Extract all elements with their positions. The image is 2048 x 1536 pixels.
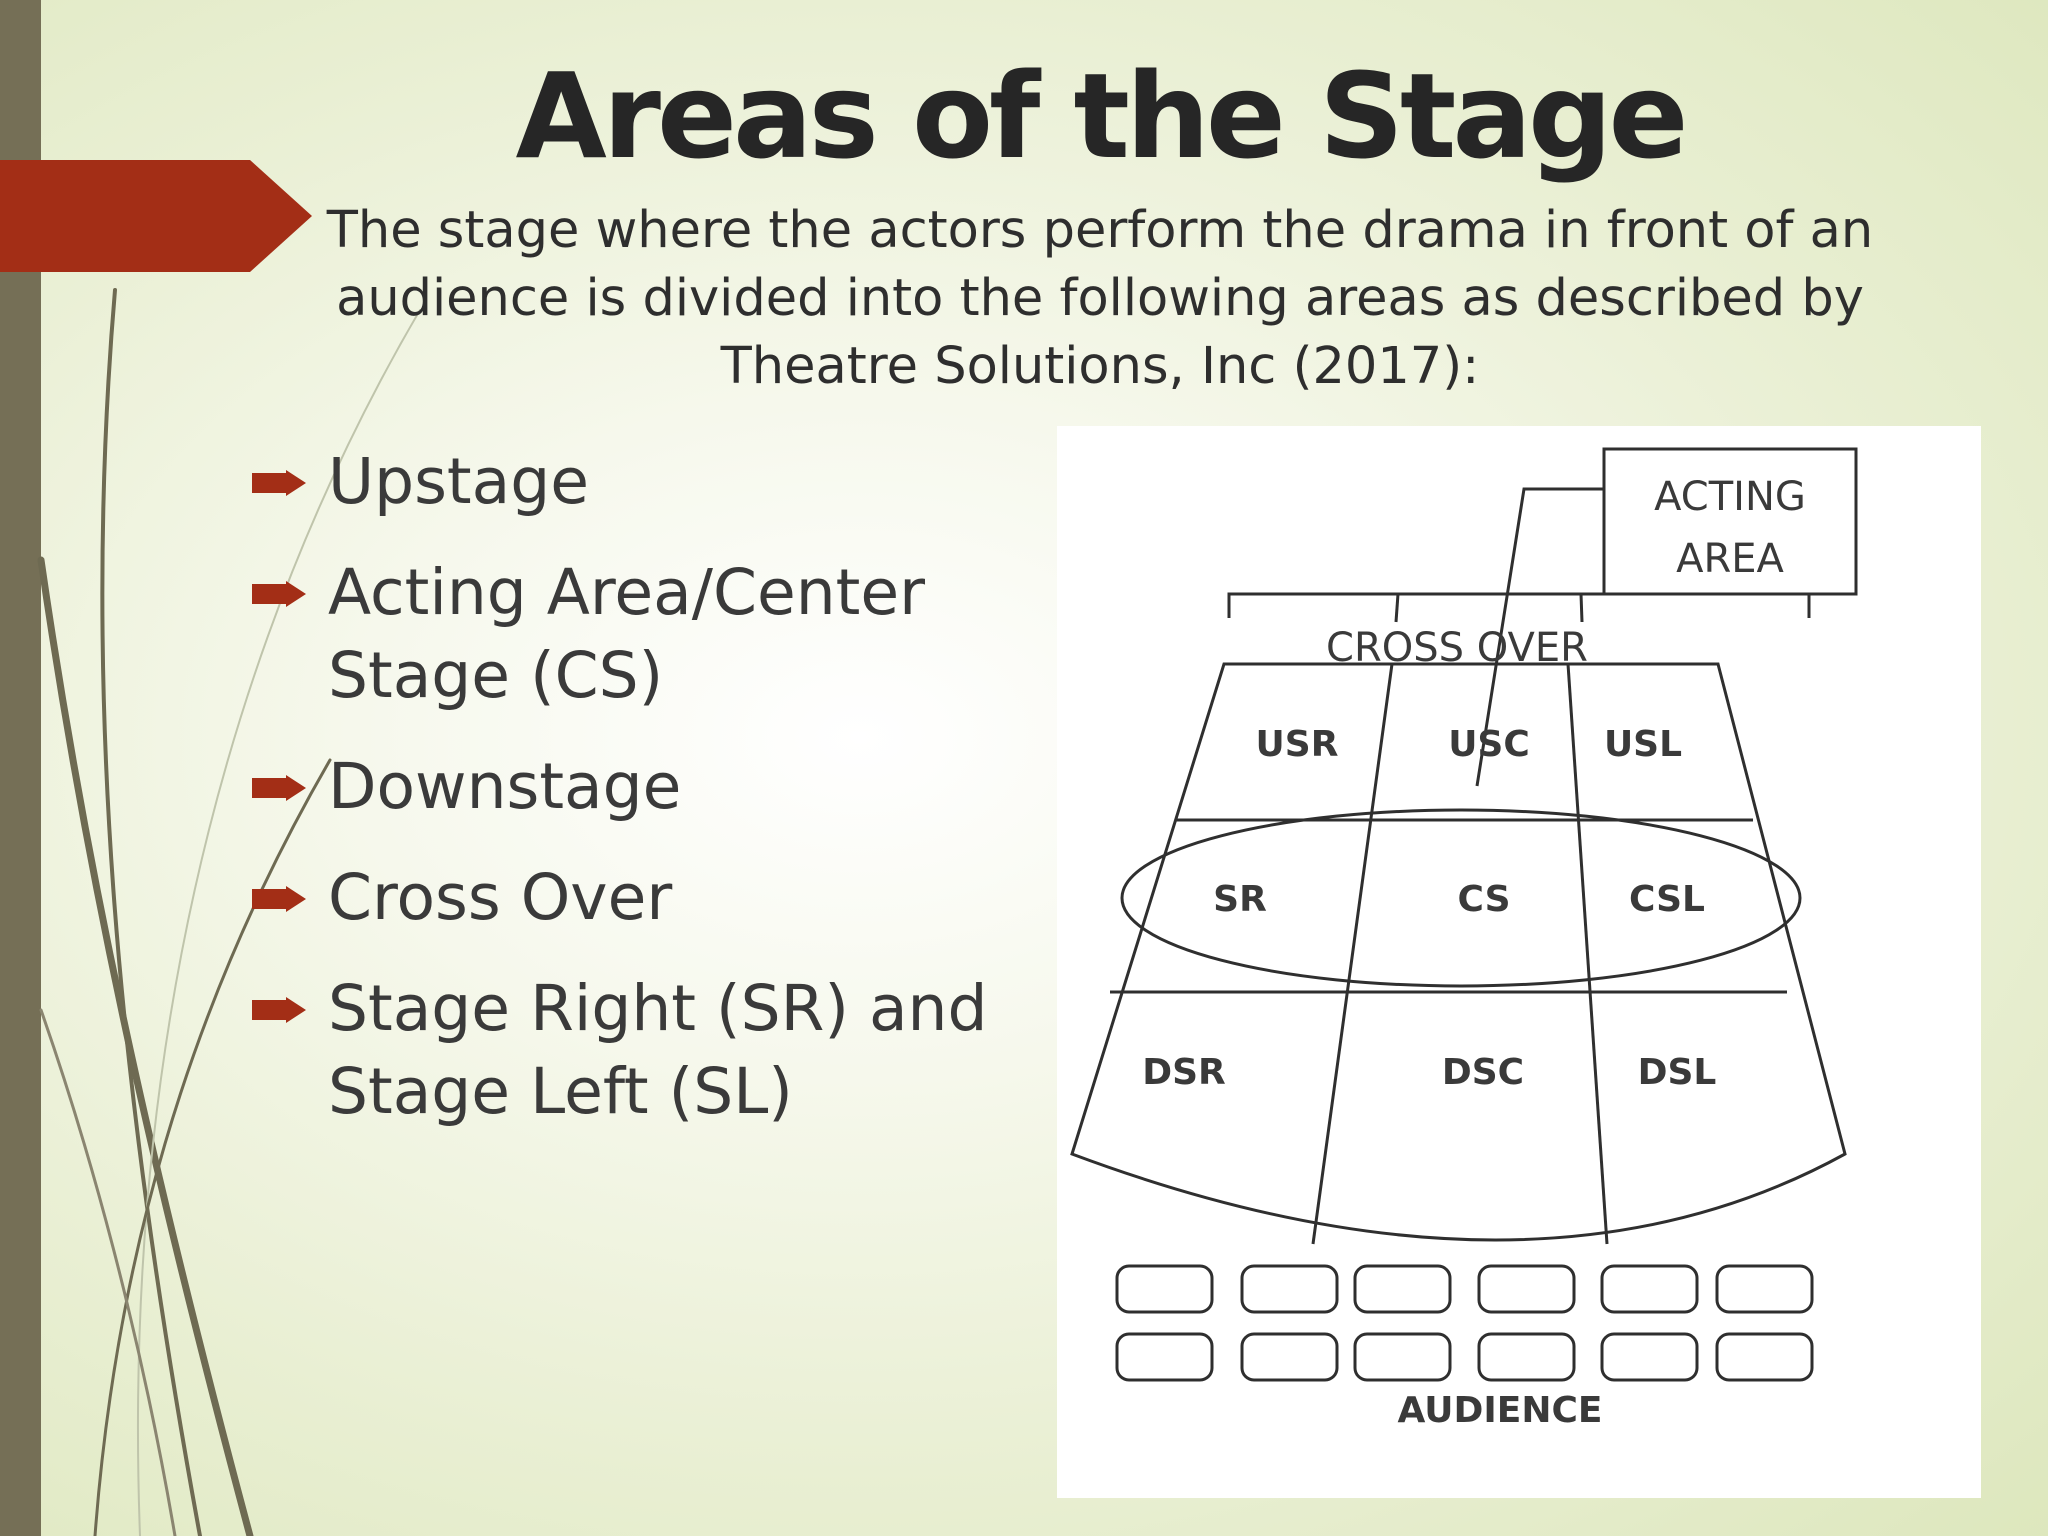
cross-over-label: CROSS OVER xyxy=(1326,625,1588,671)
bullet-text: Stage Right (SR) and Stage Left (SL) xyxy=(328,972,988,1128)
stage-diagram: ACTING AREA CROSS OVER USR USC USL SR CS… xyxy=(1057,426,1981,1498)
stage-outline xyxy=(1070,662,1847,1242)
title-tag-arrow xyxy=(0,160,312,272)
arrow-bullet-icon xyxy=(252,581,306,607)
acting-area-label-line2: AREA xyxy=(1676,536,1784,582)
bullet-text: Cross Over xyxy=(328,861,673,934)
region-dsc: DSC xyxy=(1442,1052,1524,1093)
audience-seats xyxy=(1115,1264,1814,1382)
region-dsl: DSL xyxy=(1638,1052,1717,1093)
bullet-item: Acting Area/Center Stage (CS) xyxy=(252,551,1012,717)
acting-area-pointer xyxy=(1475,487,1604,787)
region-dsr: DSR xyxy=(1142,1052,1226,1093)
arrow-bullet-icon xyxy=(252,470,306,496)
bullet-item: Stage Right (SR) and Stage Left (SL) xyxy=(252,967,1012,1133)
bullet-item: Downstage xyxy=(252,745,1012,828)
region-usl: USL xyxy=(1604,724,1682,765)
acting-area-ellipse xyxy=(1120,808,1802,988)
audience-label: AUDIENCE xyxy=(1398,1390,1603,1431)
region-csl: CSL xyxy=(1629,879,1705,920)
bullet-list: Upstage Acting Area/Center Stage (CS) Do… xyxy=(252,440,1012,1161)
cross-over-bracket xyxy=(1227,592,1811,618)
bullet-text: Downstage xyxy=(328,750,682,823)
stage-diagram-svg: ACTING AREA CROSS OVER USR USC USL SR CS… xyxy=(1070,447,1858,1431)
bullet-text: Acting Area/Center Stage (CS) xyxy=(328,556,926,712)
arrow-bullet-icon xyxy=(252,997,306,1023)
bullet-text: Upstage xyxy=(328,445,589,518)
arrow-bullet-icon xyxy=(252,775,306,801)
region-cs: CS xyxy=(1457,879,1510,920)
region-sr: SR xyxy=(1213,879,1267,920)
region-usr: USR xyxy=(1256,724,1339,765)
bullet-item: Upstage xyxy=(252,440,1012,523)
region-usc: USC xyxy=(1448,724,1530,765)
acting-area-label-line1: ACTING xyxy=(1654,474,1806,520)
arrow-bullet-icon xyxy=(252,886,306,912)
slide-title: Areas of the Stage xyxy=(515,47,1688,185)
slide-subtitle: The stage where the actors perform the d… xyxy=(326,201,1874,396)
bullet-item: Cross Over xyxy=(252,856,1012,939)
